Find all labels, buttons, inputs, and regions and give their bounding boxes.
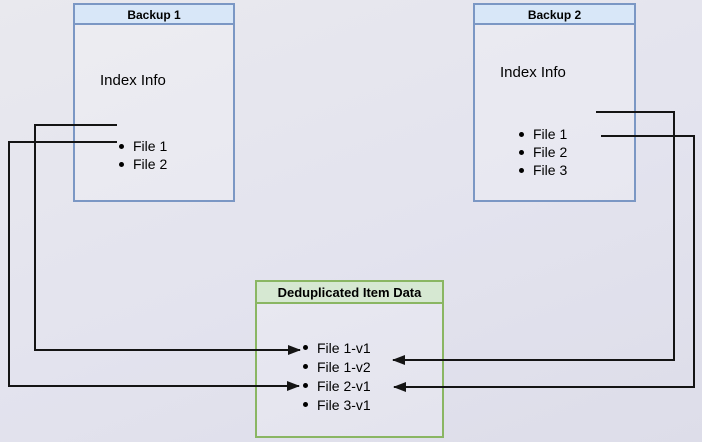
dedup-item-label: File 2-v1 xyxy=(317,377,371,394)
bullet-icon xyxy=(303,345,308,350)
backup2-body: Index Info File 1 File 2 File 3 xyxy=(475,25,634,198)
backup1-body: Index Info File 1 File 2 xyxy=(75,25,233,198)
file-label: File 1 xyxy=(533,126,568,142)
dedup-item-label: File 1-v2 xyxy=(317,358,371,375)
list-item: File 1-v2 xyxy=(303,357,371,376)
file-label: File 3 xyxy=(533,162,568,178)
list-item: File 1-v1 xyxy=(303,338,371,357)
bullet-icon xyxy=(519,167,524,173)
bullet-icon xyxy=(119,161,124,167)
backup2-file-list: File 1 File 2 File 3 xyxy=(519,125,567,179)
bullet-icon xyxy=(303,402,308,407)
dedup-item-label: File 1-v1 xyxy=(317,339,371,356)
file-label: File 2 xyxy=(133,156,168,172)
backup2-index-info-label: Index Info xyxy=(500,64,566,81)
list-item: File 2-v1 xyxy=(303,376,371,395)
file-label: File 2 xyxy=(533,144,568,160)
dedup-item-list: File 1-v1 File 1-v2 File 2-v1 File 3-v1 xyxy=(303,338,371,414)
bullet-icon xyxy=(303,383,308,388)
dedup-body: File 1-v1 File 1-v2 File 2-v1 File 3-v1 xyxy=(257,304,442,436)
backup2-title: Backup 2 xyxy=(475,5,634,25)
dedup-box: Deduplicated Item Data File 1-v1 File 1-… xyxy=(255,280,444,438)
list-item: File 1 xyxy=(119,137,167,155)
backup1-file-list: File 1 File 2 xyxy=(119,137,167,173)
bullet-icon xyxy=(119,143,124,149)
list-item: File 2 xyxy=(119,155,167,173)
dedup-item-label: File 3-v1 xyxy=(317,396,371,413)
list-item: File 1 xyxy=(519,125,567,143)
backup1-box: Backup 1 Index Info File 1 File 2 xyxy=(73,3,235,202)
bullet-icon xyxy=(303,364,308,369)
file-label: File 1 xyxy=(133,138,168,154)
list-item: File 3 xyxy=(519,161,567,179)
dedup-title: Deduplicated Item Data xyxy=(257,282,442,304)
list-item: File 2 xyxy=(519,143,567,161)
backup1-index-info-label: Index Info xyxy=(100,72,166,89)
backup2-box: Backup 2 Index Info File 1 File 2 File 3 xyxy=(473,3,636,202)
bullet-icon xyxy=(519,131,524,137)
bullet-icon xyxy=(519,149,524,155)
list-item: File 3-v1 xyxy=(303,395,371,414)
backup1-title: Backup 1 xyxy=(75,5,233,25)
